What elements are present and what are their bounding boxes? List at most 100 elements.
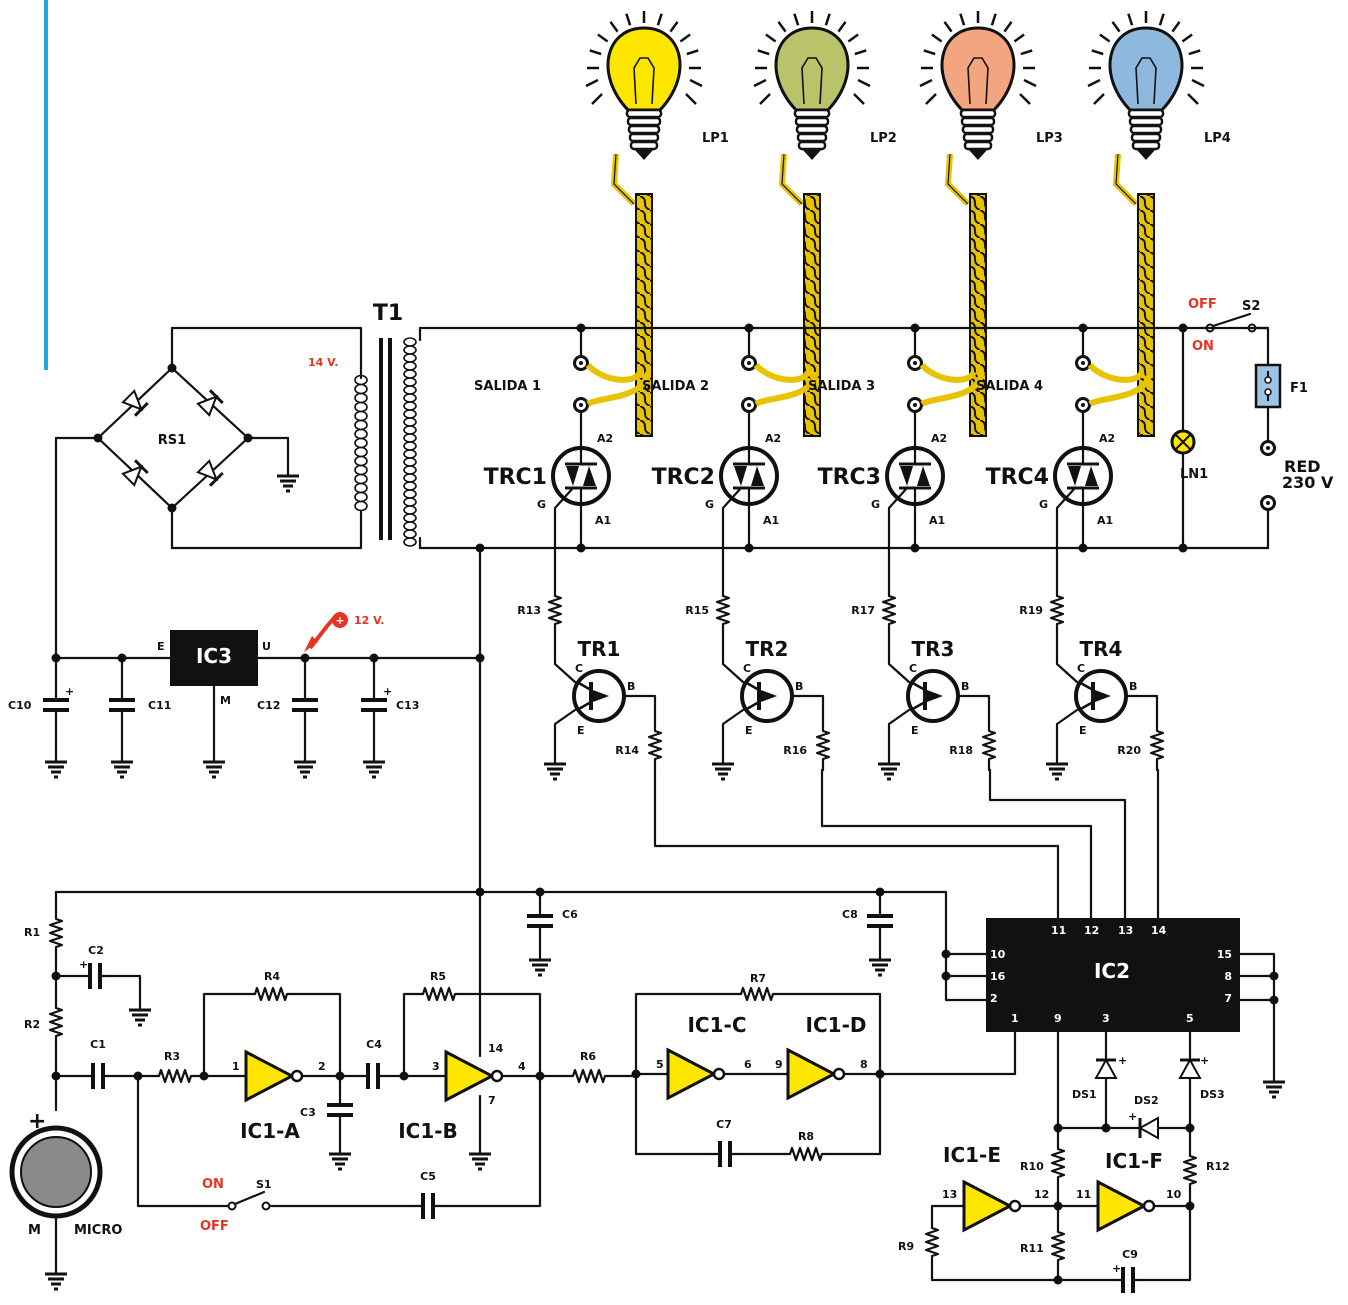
light-ray: [1020, 49, 1033, 56]
transistor-emitter: [1078, 700, 1094, 712]
resistor-label: R16: [783, 744, 807, 757]
bulb-thread: [627, 124, 661, 135]
regulator-pin-m: M: [220, 694, 231, 707]
wire: [956, 694, 991, 722]
light-ray: [847, 33, 859, 43]
light-ray: [931, 33, 943, 43]
light-ray: [925, 93, 937, 105]
winding-turn: [354, 482, 368, 494]
triac-pin-g: G: [537, 498, 546, 511]
cable-loop: [778, 153, 805, 207]
transistor-collector: [576, 680, 592, 692]
twisted-cable: [1137, 193, 1155, 437]
ground-symbol: [869, 948, 891, 977]
diode-body: [196, 459, 219, 482]
winding-turn: [354, 500, 368, 512]
wire: [721, 486, 743, 562]
gate-pin: 14: [488, 1042, 504, 1055]
ground-symbol: [529, 948, 551, 977]
bulb-glass: [606, 26, 682, 112]
wire: [634, 992, 740, 1076]
lamp-3: LP3: [919, 11, 1063, 437]
light-ray: [959, 13, 966, 26]
wire: [456, 992, 542, 1078]
winding-turn: [354, 419, 368, 431]
bulb-thread: [959, 108, 997, 119]
lamp-label-lp4: LP4: [1204, 131, 1231, 146]
gate-pin: 8: [860, 1058, 868, 1071]
resistor-label: R13: [517, 604, 541, 617]
inverter-ic1-b: [444, 1049, 504, 1103]
transistor-pin-e: E: [911, 724, 919, 737]
gate-bubble: [290, 1069, 304, 1083]
regulator-pin-e: E: [157, 640, 165, 653]
winding-turn: [403, 401, 417, 411]
resistor-r5: [418, 986, 460, 1002]
ic2-pin: 14: [1151, 924, 1167, 937]
wire: [1140, 1204, 1192, 1282]
bulb-thread: [1127, 108, 1165, 119]
wire: [54, 436, 100, 660]
triac-label: TRC4: [986, 465, 1049, 490]
gate-label: IC1-D: [806, 1013, 867, 1037]
bulb-filament: [967, 57, 989, 105]
light-ray: [1158, 13, 1165, 26]
transistor-collector: [910, 680, 926, 692]
polarity-mark: +: [79, 958, 88, 971]
resistor-label: R14: [615, 744, 639, 757]
triac-pin-a1: A1: [763, 514, 779, 527]
capacitor-label: C1: [90, 1038, 106, 1051]
light-ray: [686, 49, 699, 56]
diode-bar: [133, 459, 149, 475]
transistor-label: TR3: [912, 637, 955, 661]
resistor-r8: [784, 1146, 828, 1162]
drive-line: [820, 768, 1093, 920]
winding-turn: [403, 465, 417, 475]
switch-contact: [261, 1201, 271, 1211]
bulb-thread: [1130, 132, 1162, 143]
transistor-emitter: [576, 700, 592, 712]
cable-loop: [1112, 153, 1139, 207]
lamp-1: LP1: [585, 11, 729, 437]
light-ray: [990, 13, 997, 26]
output-label: SALIDA 3: [808, 379, 875, 394]
light-ray: [1087, 78, 1101, 88]
bulb-tip: [803, 150, 821, 160]
rectifier-diode: [196, 389, 224, 417]
mains-label-red: RED: [1284, 457, 1321, 476]
junction-dot: [910, 543, 920, 553]
ground-symbol: [45, 1262, 67, 1291]
bulb-glass: [774, 26, 850, 112]
bulb-thread: [628, 132, 660, 143]
triac-diode: [583, 466, 596, 486]
gate-body: [786, 1047, 838, 1101]
resistor-r2: [48, 998, 64, 1046]
light-ray: [685, 93, 697, 105]
ground-symbol: [544, 752, 566, 781]
winding-turn: [403, 385, 417, 395]
transformer-label: T1: [373, 301, 403, 326]
resistor-label: R3: [164, 1050, 180, 1063]
diode-label: DS1: [1072, 1088, 1097, 1101]
capacitor-label: C12: [257, 699, 280, 712]
capacitor-label: C3: [300, 1106, 316, 1119]
gate-label: IC1-F: [1105, 1149, 1163, 1173]
transistor-pin-b: B: [1129, 680, 1137, 693]
winding-turn: [403, 481, 417, 491]
gate-bubble: [490, 1069, 504, 1083]
polarity-mark: +: [1128, 1110, 1137, 1123]
fuse-cap: [1264, 376, 1272, 384]
resistor-r18: [981, 718, 997, 772]
junction-dot: [475, 887, 485, 897]
regulator-pin-u: U: [262, 640, 271, 653]
winding-turn: [403, 393, 417, 403]
switch-label: S2: [1242, 299, 1260, 314]
light-ray: [753, 78, 767, 88]
ic2-pin: 1: [1011, 1012, 1019, 1025]
diode-bar: [133, 401, 149, 417]
junction-dot: [744, 543, 754, 553]
winding-turn: [354, 401, 368, 413]
ground-symbol: [129, 998, 151, 1027]
wire: [634, 1072, 708, 1156]
